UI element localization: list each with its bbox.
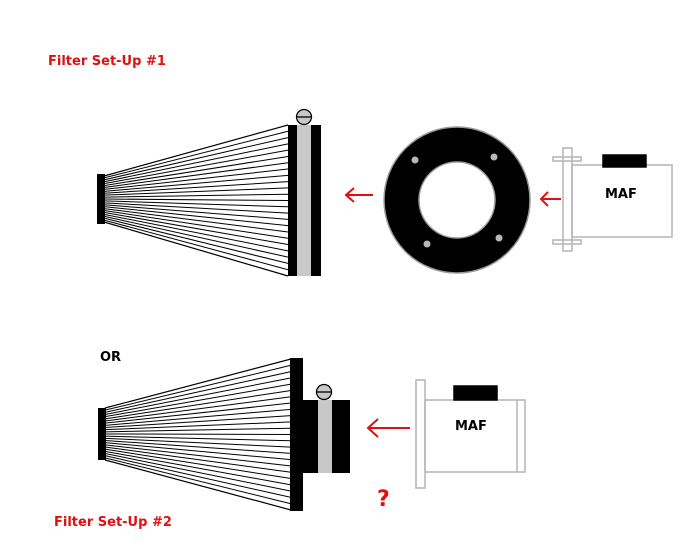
question-mark: ? [377, 487, 390, 512]
cone-filter-1 [97, 108, 321, 277]
pleat-line [104, 444, 292, 467]
pleat-line [103, 213, 289, 252]
arrow-left-1 [344, 187, 373, 203]
pleat-line [104, 446, 292, 473]
pleat-line [104, 437, 292, 448]
pleat-line [103, 200, 289, 208]
pleat-line [103, 217, 289, 264]
filter-pleats-2 [104, 364, 292, 505]
pleat-line [104, 457, 292, 505]
setup-2-title: Filter Set-Up #2 [54, 515, 172, 530]
flange-bolt-hole [490, 153, 498, 161]
pleat-line [104, 389, 292, 420]
flange-bolt-hole [423, 240, 431, 248]
pleat-line [104, 383, 292, 418]
filter-base-2 [290, 358, 303, 511]
pleat-line [103, 204, 289, 220]
pleat-line [104, 402, 292, 424]
flange-bolt-hole [411, 156, 419, 164]
pleat-line [104, 371, 292, 413]
maf-sensor-2 [415, 379, 526, 489]
filter-end-cap-1 [97, 174, 105, 224]
clamp-band-2 [318, 400, 332, 473]
pleat-line [104, 377, 292, 415]
flange-bolt-hole [495, 234, 503, 242]
filter-end-cap-2 [98, 408, 106, 460]
pleat-line [104, 455, 292, 498]
pleat-line [103, 155, 289, 187]
pleat-line [103, 149, 289, 185]
pleat-line [103, 202, 289, 214]
pleat-line [104, 421, 292, 431]
pleat-line [103, 162, 289, 188]
pleat-line [104, 450, 292, 486]
pleat-line [103, 219, 289, 271]
pleat-line [103, 187, 289, 196]
pleat-line [103, 181, 289, 194]
adapter-flange-ring [383, 126, 531, 274]
filter-neck-lip-2 [332, 400, 350, 473]
cone-filter-2 [98, 358, 350, 511]
pleat-line [104, 396, 292, 422]
maf-sensor-1 [552, 147, 673, 252]
pleat-line [103, 210, 289, 239]
arrow-left-2 [539, 191, 561, 207]
arrow-left-3 [366, 418, 410, 438]
pleat-line [104, 415, 292, 428]
clamp-band-1 [297, 125, 311, 276]
filter-base-ring-1 [288, 125, 297, 276]
pleat-line [103, 143, 289, 183]
pleat-line [104, 448, 292, 480]
pleat-line [104, 440, 292, 454]
filter-neck-2 [303, 400, 318, 473]
pleat-line [104, 364, 292, 411]
pleat-line [103, 208, 289, 233]
clamp-screw-1 [295, 108, 313, 126]
pleat-line [104, 435, 292, 442]
pleat-line [104, 433, 292, 435]
or-label: OR [100, 350, 122, 365]
pleat-line [104, 408, 292, 426]
pleat-line [103, 198, 289, 201]
pleat-line [103, 168, 289, 190]
maf-label-2: MAF [455, 419, 487, 434]
pleat-line [104, 453, 292, 492]
pleat-line [103, 211, 289, 246]
pleat-line [103, 130, 289, 179]
filter-lip-1 [311, 125, 321, 276]
setup-1-title: Filter Set-Up #1 [48, 54, 166, 69]
maf-label-1: MAF [605, 187, 637, 202]
pleat-line [103, 137, 289, 181]
pleat-line [103, 193, 289, 198]
pleat-line [104, 442, 292, 461]
clamp-screw-2 [315, 383, 333, 401]
pleat-line [103, 215, 289, 258]
pleat-line [104, 427, 292, 433]
pleat-line [103, 206, 289, 227]
pleat-line [103, 174, 289, 192]
filter-pleats-1 [103, 130, 289, 271]
